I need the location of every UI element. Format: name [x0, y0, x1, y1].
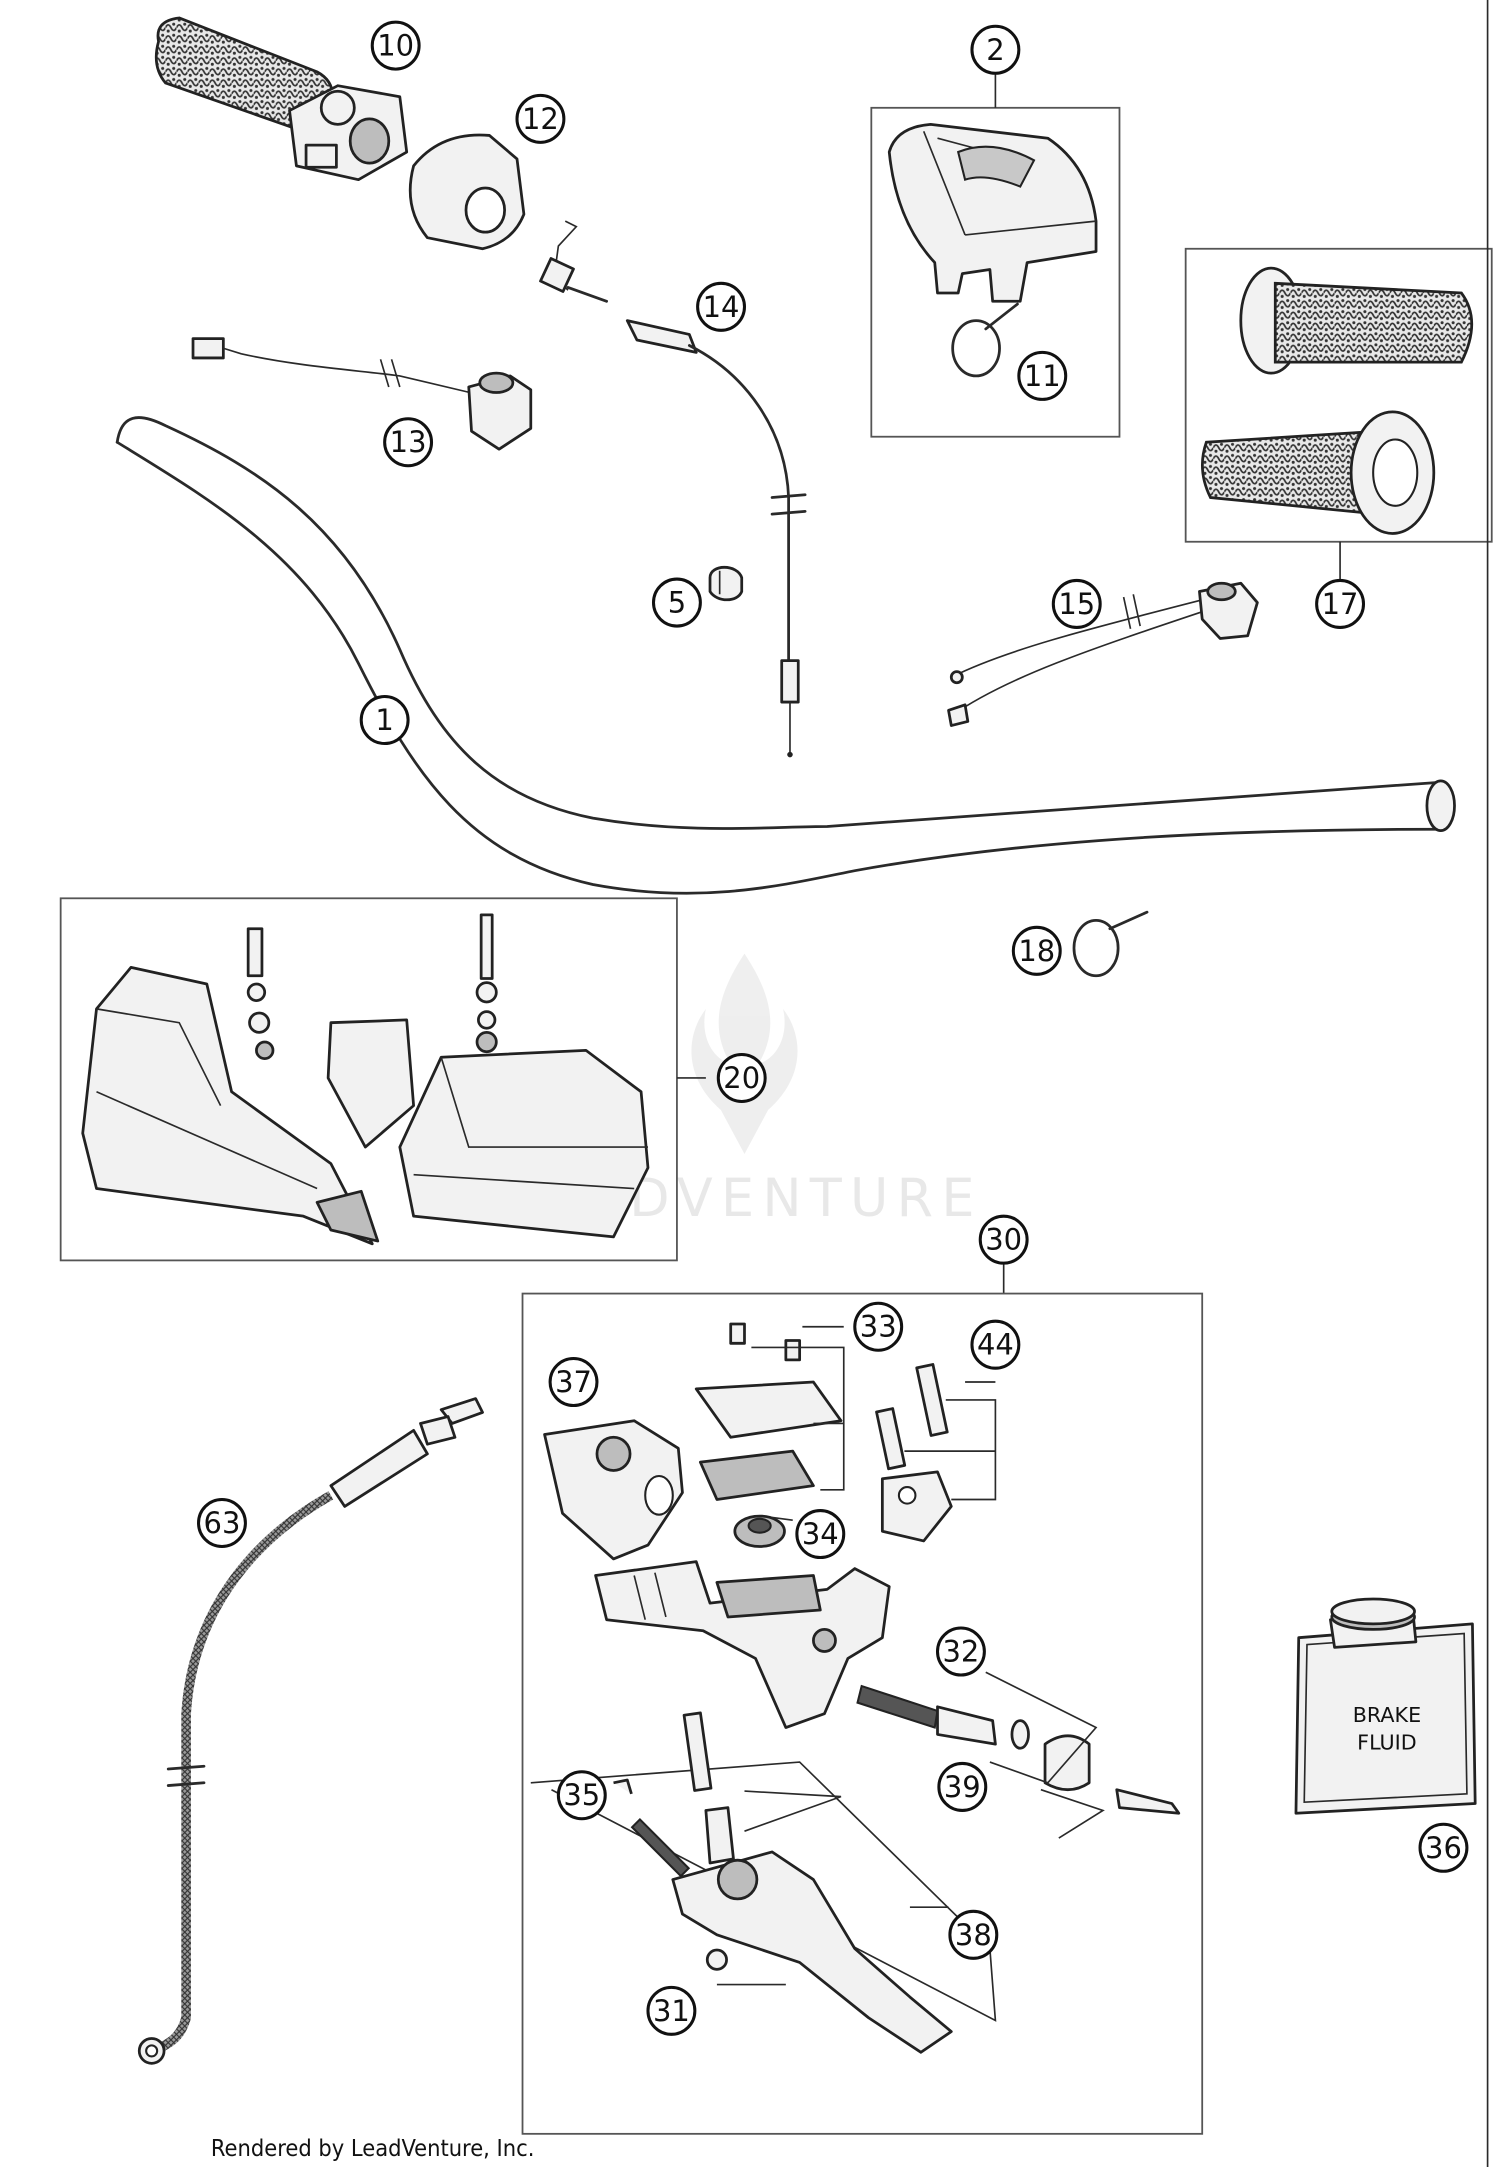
svg-text:38: 38	[955, 1918, 992, 1952]
callout-12[interactable]: 12	[515, 93, 566, 144]
svg-text:2: 2	[986, 33, 1004, 67]
svg-text:1: 1	[375, 703, 393, 737]
callout-63[interactable]: 63	[197, 1497, 247, 1548]
box-part-17	[1184, 247, 1493, 543]
svg-text:30: 30	[985, 1223, 1022, 1257]
svg-text:34: 34	[802, 1517, 839, 1551]
svg-text:37: 37	[555, 1365, 592, 1399]
svg-text:33: 33	[860, 1310, 897, 1344]
svg-text:35: 35	[563, 1778, 600, 1812]
brake-fluid-label-1: BRAKE	[1353, 1703, 1421, 1727]
callout-15[interactable]: 15	[1051, 578, 1102, 629]
brake-hose	[137, 1397, 484, 2065]
callout-20[interactable]: 20	[716, 1052, 767, 1103]
callout-14[interactable]: 14	[696, 281, 747, 332]
throttle-cable	[539, 220, 807, 758]
svg-text:11: 11	[1024, 359, 1061, 393]
svg-text:63: 63	[204, 1506, 241, 1540]
callout-18[interactable]: 18	[1011, 925, 1062, 976]
callout-32[interactable]: 32	[935, 1626, 986, 1677]
box-part-30	[521, 1292, 1204, 2135]
svg-text:10: 10	[377, 29, 414, 63]
callout-31[interactable]: 31	[646, 1985, 697, 2036]
mirror-clamp-37	[543, 1419, 684, 1561]
box-part-20	[59, 897, 678, 1262]
callout-10[interactable]: 10	[370, 20, 421, 71]
svg-text:32: 32	[943, 1634, 980, 1668]
callout-2[interactable]: 2	[970, 24, 1021, 75]
svg-text:39: 39	[944, 1770, 981, 1804]
brake-fluid-label-2: FLUID	[1357, 1731, 1417, 1755]
bolts-44	[875, 1363, 997, 1543]
callout-44[interactable]: 44	[970, 1319, 1021, 1370]
svg-text:44: 44	[977, 1328, 1014, 1362]
svg-text:14: 14	[703, 290, 740, 324]
clutch-switch	[947, 581, 1259, 727]
svg-text:20: 20	[723, 1061, 760, 1095]
brake-fluid-can: BRAKE FLUID	[1294, 1597, 1477, 1815]
svg-text:12: 12	[522, 102, 559, 136]
callout-11[interactable]: 11	[1017, 350, 1068, 401]
throttle-cover	[408, 133, 526, 251]
callout-30[interactable]: 30	[978, 1214, 1029, 1265]
svg-text:17: 17	[1322, 587, 1359, 621]
callout-34[interactable]: 34	[795, 1509, 846, 1560]
svg-text:13: 13	[390, 425, 427, 459]
callout-5[interactable]: 5	[651, 577, 702, 628]
svg-text:31: 31	[653, 1994, 690, 2028]
callout-33[interactable]: 33	[853, 1301, 904, 1352]
handlebar-pad	[887, 122, 1098, 303]
footer-credit: Rendered by LeadVenture, Inc.	[211, 2134, 534, 2162]
throttle-grip-assembly	[154, 16, 409, 182]
svg-text:36: 36	[1425, 1831, 1462, 1865]
kill-switch	[191, 337, 533, 451]
reservoir-lid	[694, 1322, 845, 1501]
callout-38[interactable]: 38	[948, 1909, 999, 1960]
diaphragm-34	[733, 1514, 786, 1548]
svg-text:15: 15	[1058, 587, 1095, 621]
piston-kit-32	[856, 1671, 1181, 1839]
svg-text:5: 5	[668, 586, 686, 620]
callout-17[interactable]: 17	[1315, 578, 1366, 629]
lever-assembly	[530, 1711, 997, 2054]
handguards	[81, 913, 650, 1246]
callout-36[interactable]: 36	[1418, 1822, 1469, 1873]
svg-text:18: 18	[1018, 934, 1055, 968]
handlebar	[115, 416, 1456, 895]
callout-13[interactable]: 13	[383, 417, 434, 468]
cable-clip	[708, 565, 744, 602]
callout-37[interactable]: 37	[548, 1357, 599, 1408]
cable-tie-11	[951, 302, 1019, 378]
callouts: 10 12 2 14 11 13 5 15 17 1 18 20 30 33 4…	[197, 20, 1469, 2036]
callout-35[interactable]: 35	[556, 1770, 607, 1821]
master-cylinder-body	[594, 1560, 891, 1729]
callout-39[interactable]: 39	[937, 1761, 988, 1812]
callout-1[interactable]: 1	[359, 695, 410, 746]
cable-tie-18	[1072, 910, 1149, 978]
grip-pair	[1201, 266, 1473, 535]
